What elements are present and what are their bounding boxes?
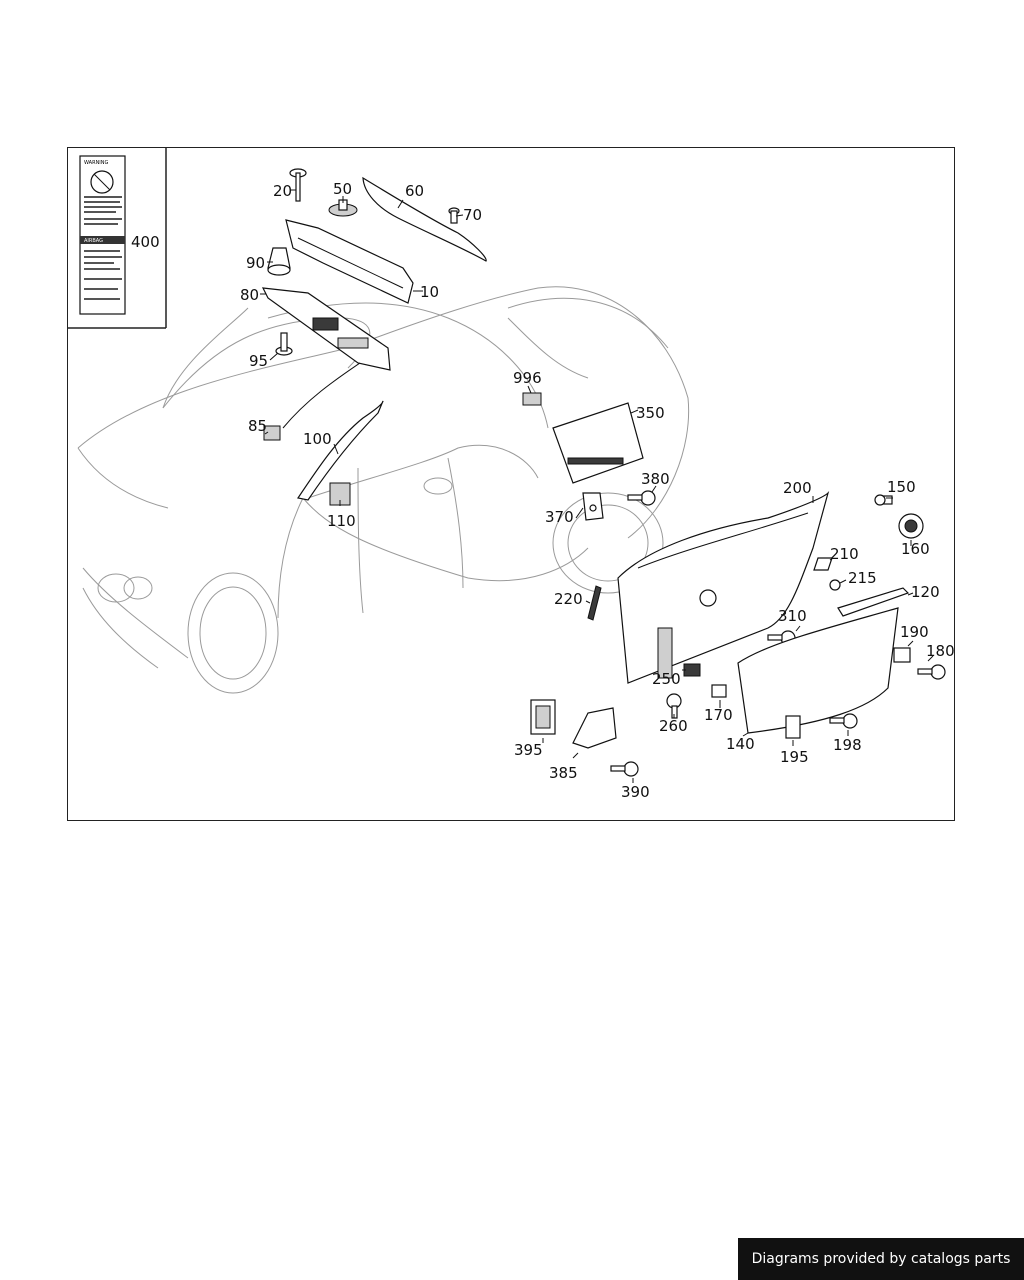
part-170-clip: [711, 684, 727, 698]
part-390-screw: [610, 761, 639, 777]
callout-label: 198: [833, 736, 862, 754]
part-220-seal: [587, 585, 602, 621]
part-50-cap: [328, 199, 358, 217]
callout-label: 210: [830, 545, 859, 563]
diagram-frame: WARNING AIRBAG: [67, 147, 955, 821]
callout-label: 10: [420, 283, 439, 301]
callout-label: 310: [778, 607, 807, 625]
callout-label: 260: [659, 717, 688, 735]
part-370-bracket: [582, 492, 604, 521]
callout-label: 996: [513, 369, 542, 387]
part-198-screw: [829, 713, 858, 729]
part-120-strip: [837, 587, 910, 617]
part-10-cover: [285, 219, 414, 304]
callout-label: 90: [246, 254, 265, 272]
callout-label: 370: [545, 508, 574, 526]
callout-label: 70: [463, 206, 482, 224]
part-380-screw: [627, 490, 656, 506]
callout-label: 390: [621, 783, 650, 801]
warning-label-panel: WARNING AIRBAG: [68, 148, 167, 329]
callout-label: 20: [273, 182, 292, 200]
car-outline: [77, 286, 690, 694]
part-150-pin: [874, 494, 893, 506]
callout-label: 395: [514, 741, 543, 759]
callout-label: 140: [726, 735, 755, 753]
part-200-door-panel: [617, 490, 830, 684]
callout-label: 110: [327, 512, 356, 530]
callout-label: 190: [900, 623, 929, 641]
parts-diagram: WARNING AIRBAG: [68, 148, 955, 801]
part-350-module: [552, 402, 644, 484]
callout-label: 60: [405, 182, 424, 200]
callout-label: 120: [911, 583, 940, 601]
credit-badge: Diagrams provided by catalogs parts: [738, 1238, 1024, 1280]
part-95-bolt: [275, 332, 293, 356]
part-395-cover: [530, 699, 556, 735]
callout-label: 400: [131, 233, 160, 251]
part-90-clip: [267, 247, 291, 276]
part-210-clip: [813, 557, 833, 571]
callout-label: 160: [901, 540, 930, 558]
part-80-panel: [261, 287, 391, 371]
callout-label: 50: [333, 180, 352, 198]
part-215-washer: [829, 579, 841, 591]
callout-label: 180: [926, 642, 955, 660]
callout-label: 200: [783, 479, 812, 497]
callout-label: 150: [887, 478, 916, 496]
callout-label: 100: [303, 430, 332, 448]
part-85-cable: [263, 362, 361, 441]
callout-labels: 20 50 60 70 400 90 10 80 95 996 350 85 1…: [131, 180, 955, 801]
warning-label-subheader: AIRBAG: [84, 238, 103, 244]
part-385-cover: [572, 707, 617, 749]
callout-label: 195: [780, 748, 809, 766]
callout-label: 85: [248, 417, 267, 435]
part-100-a-pillar-trim: [297, 400, 384, 501]
part-20-screw: [289, 168, 307, 202]
callout-label: 380: [641, 470, 670, 488]
part-160-speaker: [898, 513, 924, 539]
callout-label: 215: [848, 569, 877, 587]
callout-label: 250: [652, 670, 681, 688]
callout-label: 350: [636, 404, 665, 422]
callout-label: 95: [249, 352, 268, 370]
part-190-clip: [893, 647, 911, 663]
callout-label: 170: [704, 706, 733, 724]
part-996-tab: [522, 392, 542, 406]
warning-label-header: WARNING: [84, 160, 109, 166]
callout-label: 220: [554, 590, 583, 608]
callout-label: 80: [240, 286, 259, 304]
part-70-plug: [448, 207, 460, 224]
callout-label: 385: [549, 764, 578, 782]
part-250-clip: [683, 663, 701, 677]
part-60-trim-strip: [362, 176, 487, 262]
part-140-sheet: [737, 607, 899, 734]
part-195-clip: [785, 715, 801, 739]
leader-lines: [260, 189, 934, 783]
part-180-screw: [917, 664, 946, 680]
